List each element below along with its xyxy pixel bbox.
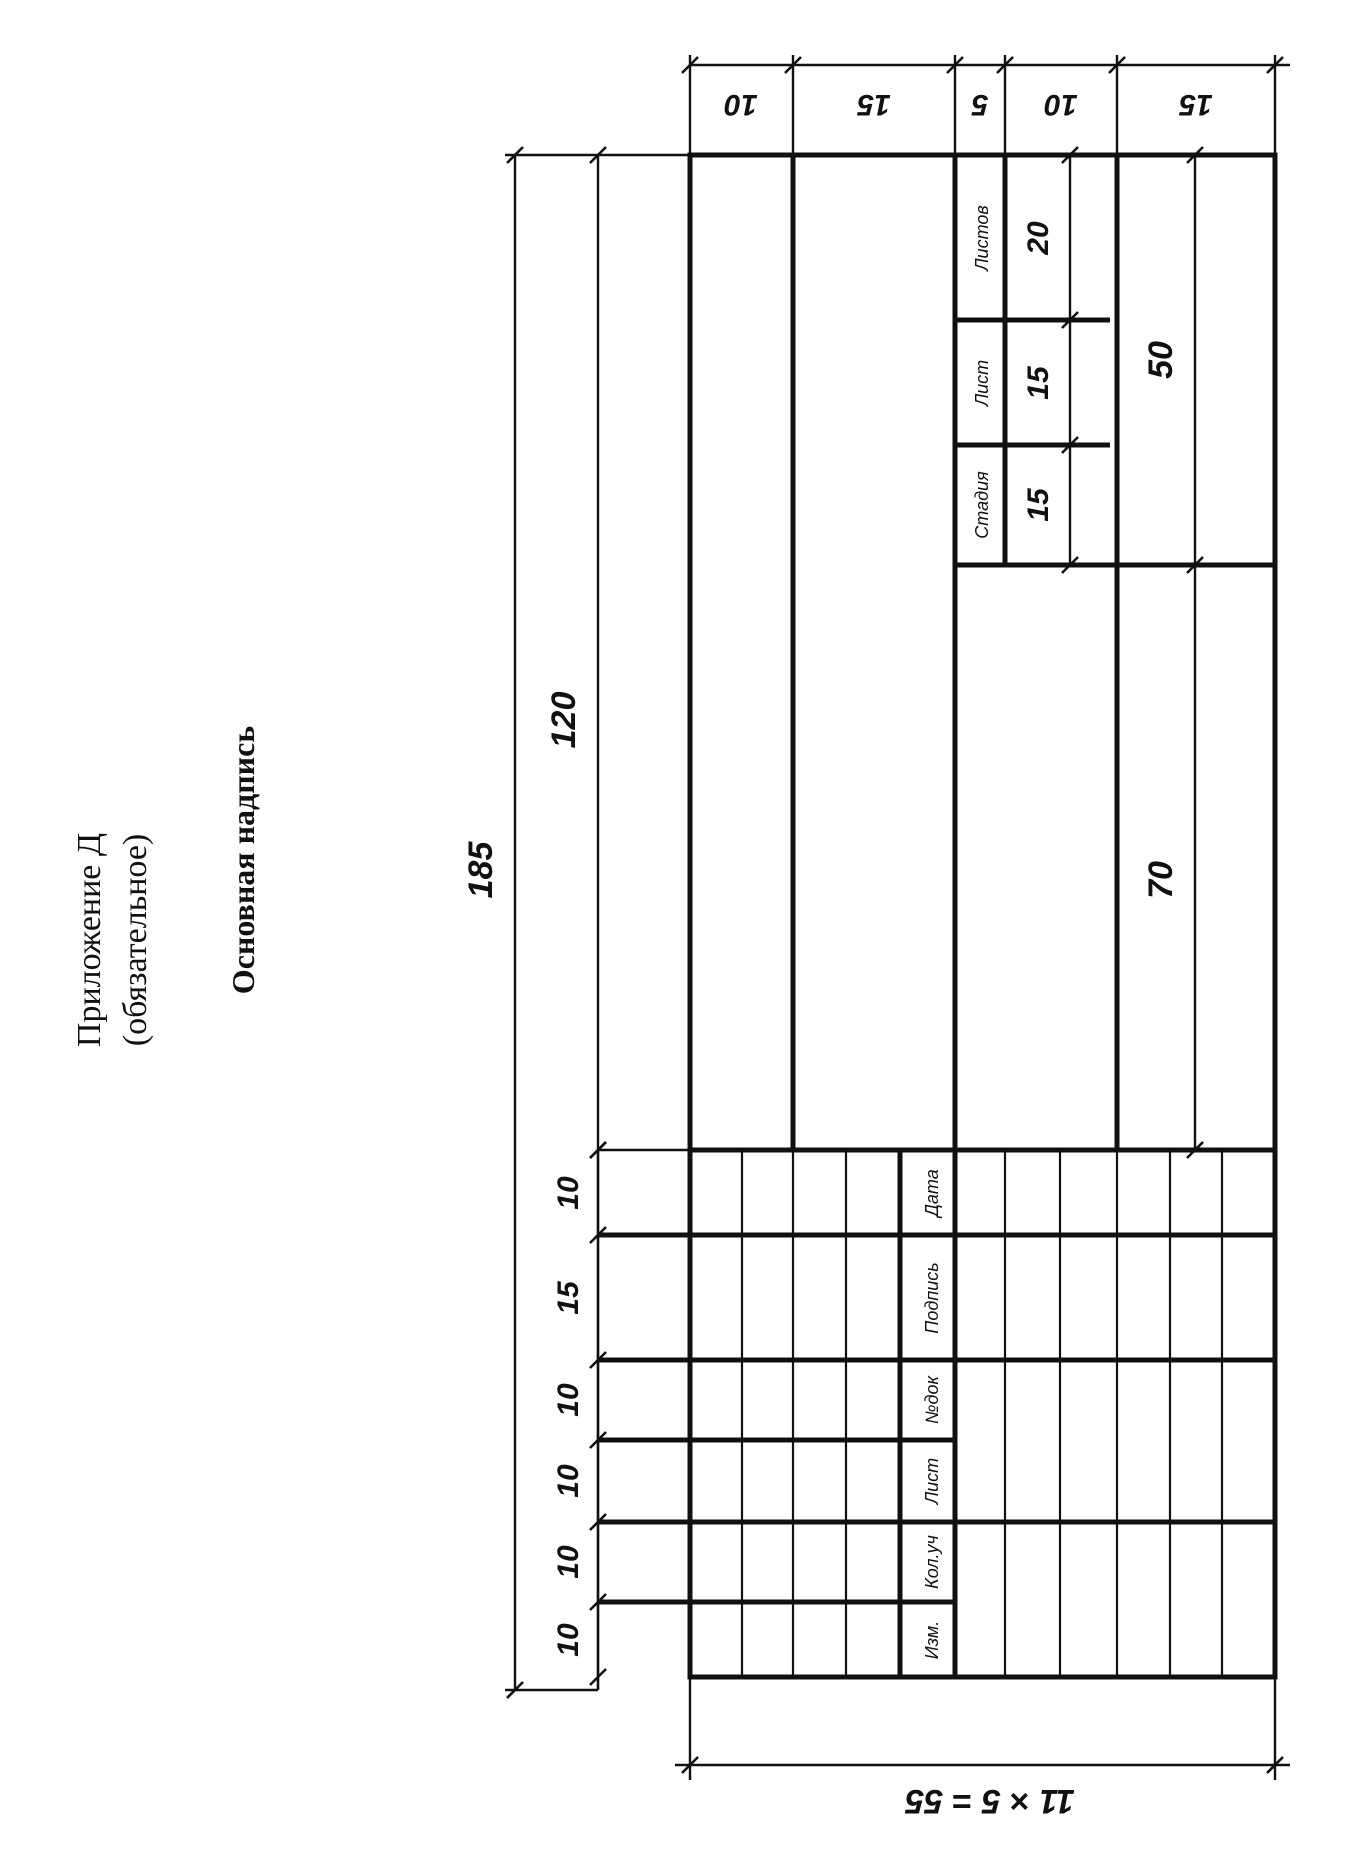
top-tick-6 — [1266, 56, 1284, 74]
tick-50-bottom — [1186, 556, 1204, 574]
col-dim-podpis: 15 — [552, 1280, 585, 1315]
col-dim-ndok: 10 — [552, 1383, 585, 1417]
rows-tick-3 — [589, 1351, 607, 1369]
stage-value-listov: 20 — [1022, 221, 1055, 256]
cell-label-data: Дата — [922, 1169, 942, 1219]
cell-label-ndok: №док — [922, 1375, 942, 1424]
top-tick-2 — [784, 56, 802, 74]
rows-tick-5 — [589, 1513, 607, 1531]
tick-185-top — [506, 146, 524, 164]
dim-120-label: 120 — [545, 692, 583, 749]
rows-total-label: 11 × 5 = 55 — [904, 1782, 1075, 1820]
stage-label-stadia: Стадия — [972, 471, 992, 539]
top-dim-10-a: 10 — [724, 88, 758, 121]
rows-tick-2 — [589, 1226, 607, 1244]
col-dim-data: 10 — [552, 1176, 585, 1210]
top-tick-4 — [996, 56, 1014, 74]
top-dim-10-b: 10 — [1044, 88, 1078, 121]
stage-tick-1 — [1061, 146, 1079, 164]
tick-120-top — [589, 146, 607, 164]
tick-50-top — [1186, 146, 1204, 164]
stage-tick-3 — [1061, 436, 1079, 454]
appendix-label: Приложение Д — [71, 833, 108, 1047]
col-dim-koluch: 10 — [552, 1545, 585, 1579]
top-tick-1 — [681, 56, 699, 74]
col-dim-izm: 10 — [552, 1623, 585, 1657]
rows-tick-6 — [589, 1593, 607, 1611]
cell-label-izm: Изм. — [922, 1621, 942, 1659]
top-dim-15-b: 15 — [1178, 88, 1213, 121]
dim-70-label: 70 — [1142, 861, 1180, 899]
top-tick-3 — [946, 56, 964, 74]
page-title: Основная надпись — [225, 726, 261, 994]
cell-label-koluch: Кол.уч — [922, 1535, 942, 1589]
col-dim-list: 10 — [552, 1464, 585, 1498]
cell-label-podpis: Подпись — [922, 1262, 942, 1333]
cell-label-list: Лист — [922, 1458, 942, 1505]
tick-120-bottom — [589, 1141, 607, 1159]
stage-value-stadia: 15 — [1022, 487, 1055, 522]
top-tick-5 — [1108, 56, 1126, 74]
tick-185-bottom — [506, 1681, 524, 1699]
dim-185-label: 185 — [462, 841, 500, 899]
stage-label-listov: Листов — [972, 205, 992, 272]
stage-tick-4 — [1061, 556, 1079, 574]
stage-tick-2 — [1061, 311, 1079, 329]
rows-tick-4 — [589, 1431, 607, 1449]
title-block-frame — [687, 152, 1278, 1680]
bottom-tick-left — [681, 1756, 699, 1774]
stage-value-list: 15 — [1022, 365, 1055, 400]
dim-50-label: 50 — [1142, 341, 1180, 379]
rows-tick-7 — [589, 1668, 607, 1686]
top-dim-15-a: 15 — [856, 88, 891, 121]
top-dim-5: 5 — [970, 88, 988, 121]
stage-label-list: Лист — [972, 360, 992, 407]
bottom-tick-right — [1266, 1756, 1284, 1774]
tick-70-bottom — [1186, 1141, 1204, 1159]
appendix-type: (обязательное) — [117, 834, 154, 1047]
